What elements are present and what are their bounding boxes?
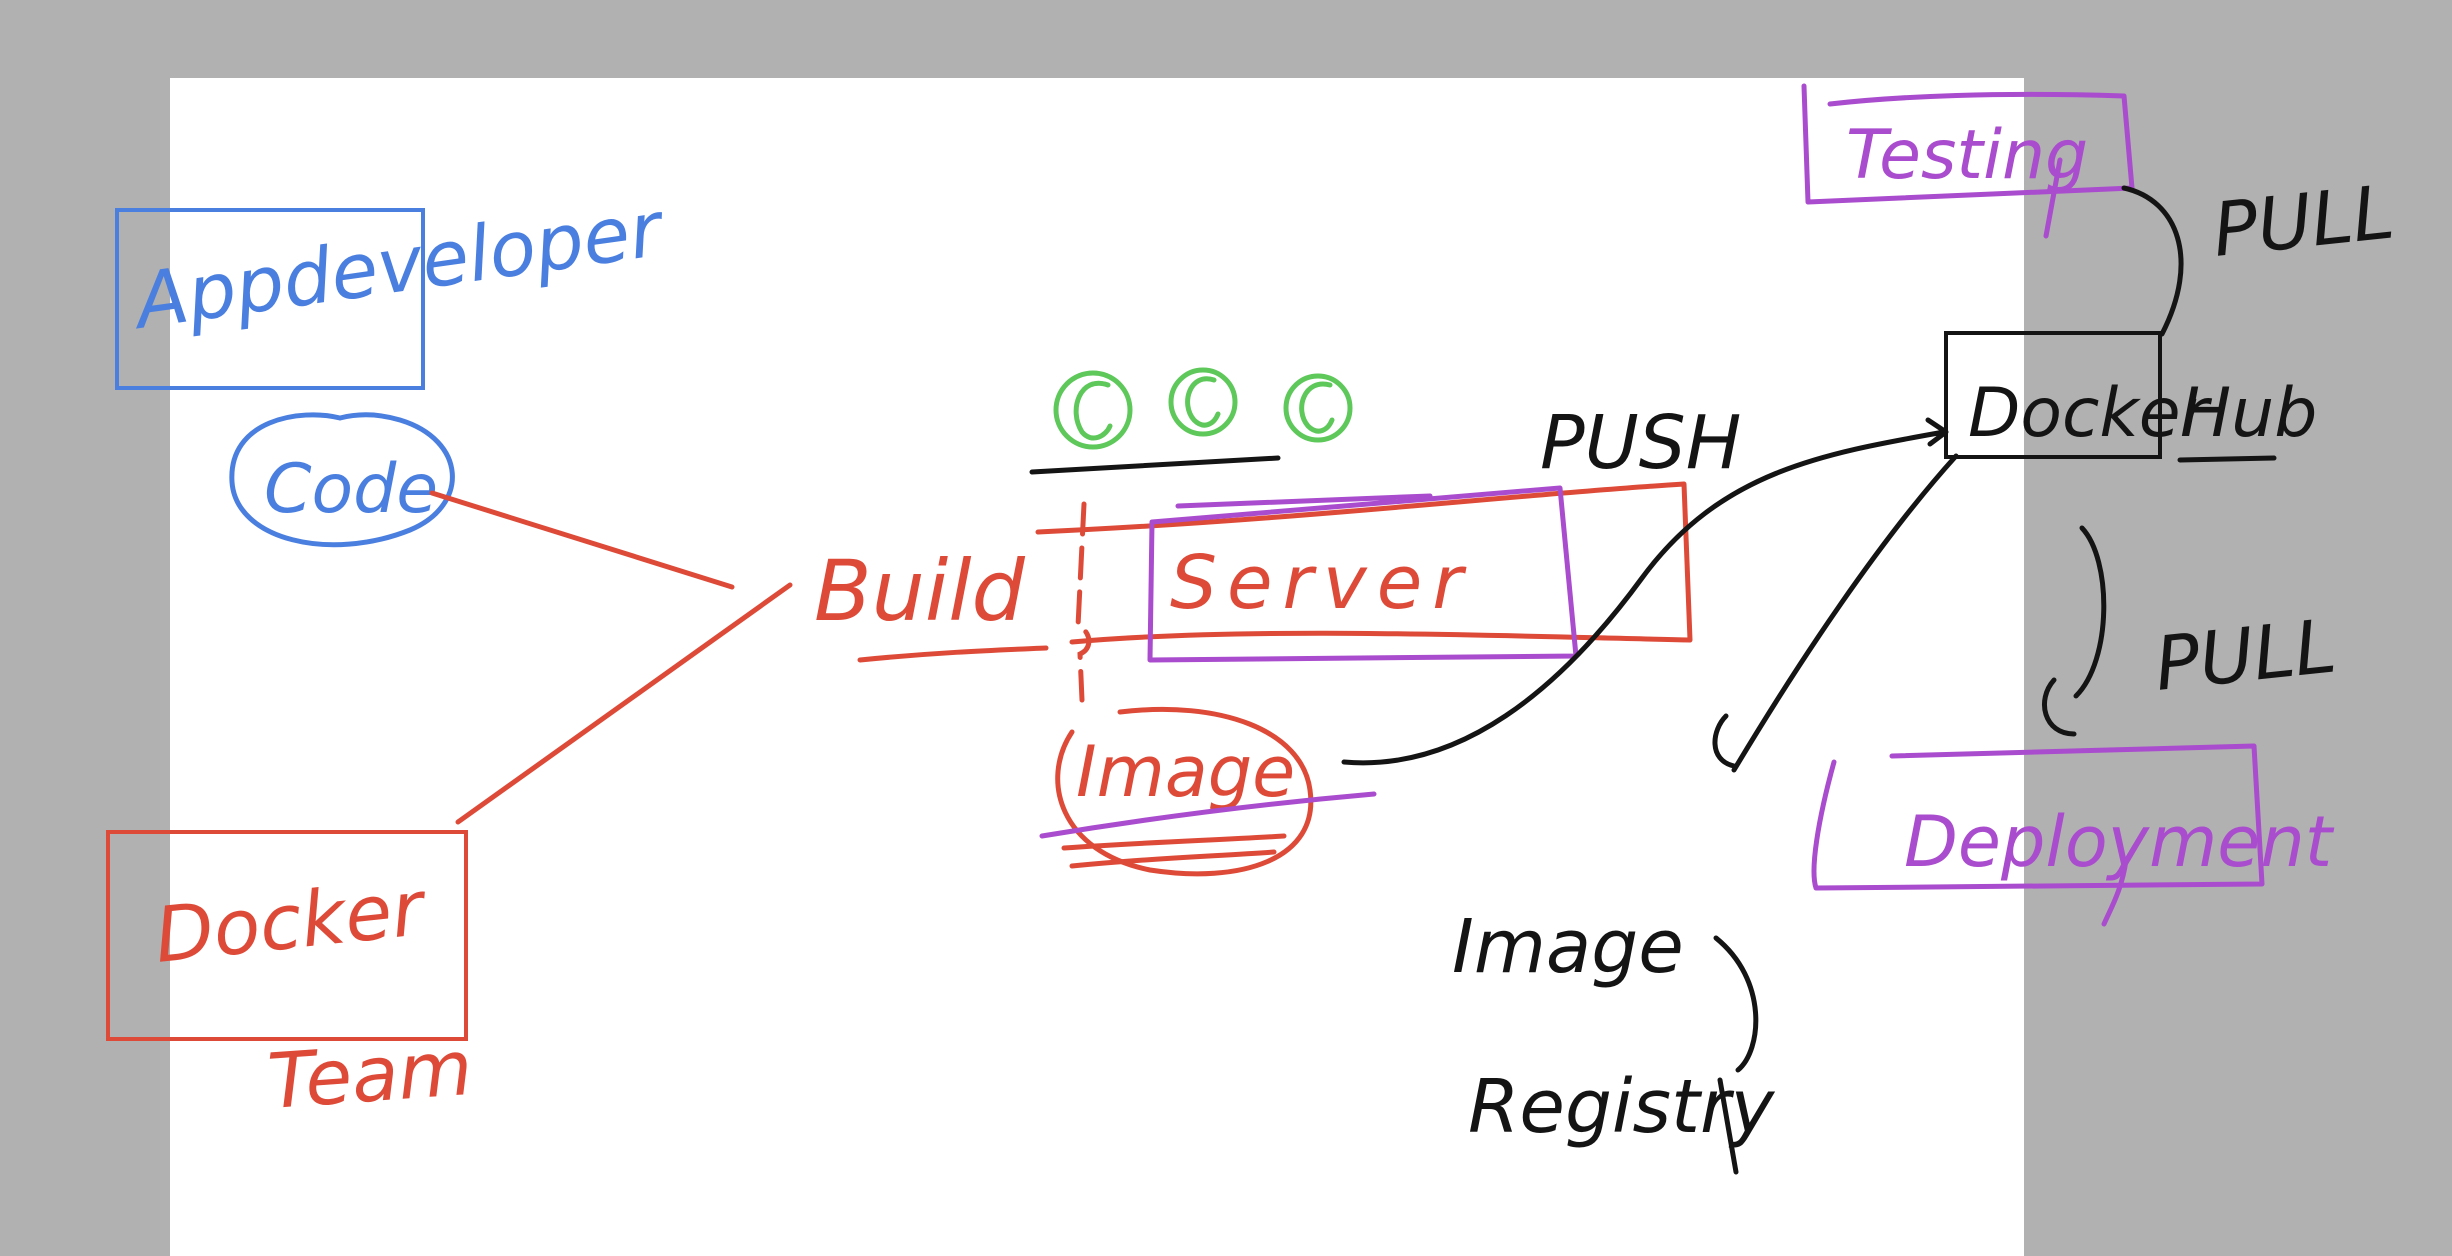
image-node: Image xyxy=(1039,706,1377,877)
server-label: Server xyxy=(1170,540,1473,626)
testing-node: Testing xyxy=(1801,83,2135,239)
hub-suffix-label: Hub xyxy=(2180,374,2317,453)
build-node: Build xyxy=(814,542,1049,663)
commit-c-icon xyxy=(1168,367,1238,437)
team-label: Team xyxy=(265,1023,475,1126)
deployment-label: Deployment xyxy=(1904,801,2335,883)
commit-markers xyxy=(1029,367,1353,475)
image-registry-node: Image Registry xyxy=(1452,904,1775,1175)
build-server-red-box xyxy=(1035,481,1693,645)
hub-to-testing-pull-arrow xyxy=(2121,185,2184,337)
hub-to-registry-arrow xyxy=(1712,453,1959,773)
docker-hub-box xyxy=(1944,331,2162,459)
docker-hub-node: Docker Hub xyxy=(1944,331,2317,463)
docker-to-build-line xyxy=(455,582,793,825)
commit-c-icon xyxy=(1283,373,1353,443)
commit-underline xyxy=(1029,455,1281,475)
hub-underline xyxy=(2177,455,2277,463)
build-label: Build xyxy=(814,542,1026,640)
image-strike-red xyxy=(1061,833,1287,869)
image-label: Image xyxy=(1076,731,1295,813)
pull-bottom-label: PULL xyxy=(2151,603,2340,707)
pull-top-label: PULL xyxy=(2209,169,2398,273)
deployment-tail xyxy=(2101,857,2129,927)
code-node: Code xyxy=(229,412,455,548)
testing-tail xyxy=(2043,157,2063,239)
code-ellipse xyxy=(229,412,455,548)
code-to-build-line xyxy=(429,490,735,590)
deployment-node: Deployment xyxy=(1811,743,2335,927)
docker-hub-label: Docker xyxy=(1968,374,2213,453)
testing-box xyxy=(1801,83,2135,205)
build-underline xyxy=(857,645,1049,663)
commit-c-icon xyxy=(1053,370,1133,450)
image-strike-purple xyxy=(1039,791,1377,839)
hub-to-deployment-pull-arrow xyxy=(2042,525,2107,737)
server-node: Server PUSH xyxy=(1035,400,1741,703)
push-label: PUSH xyxy=(1540,400,1741,486)
whiteboard-page xyxy=(170,78,2024,1256)
code-label: Code xyxy=(264,450,438,529)
image-ellipse xyxy=(1055,706,1314,877)
build-server-vertical-line xyxy=(1075,501,1092,703)
image-registry-bracket xyxy=(1713,935,1759,1175)
image-registry-line1: Image xyxy=(1452,904,1684,990)
app-developer-box xyxy=(115,208,425,390)
docker-team-box xyxy=(106,830,468,1041)
deployment-box xyxy=(1811,743,2265,891)
testing-label: Testing xyxy=(1846,116,2088,195)
